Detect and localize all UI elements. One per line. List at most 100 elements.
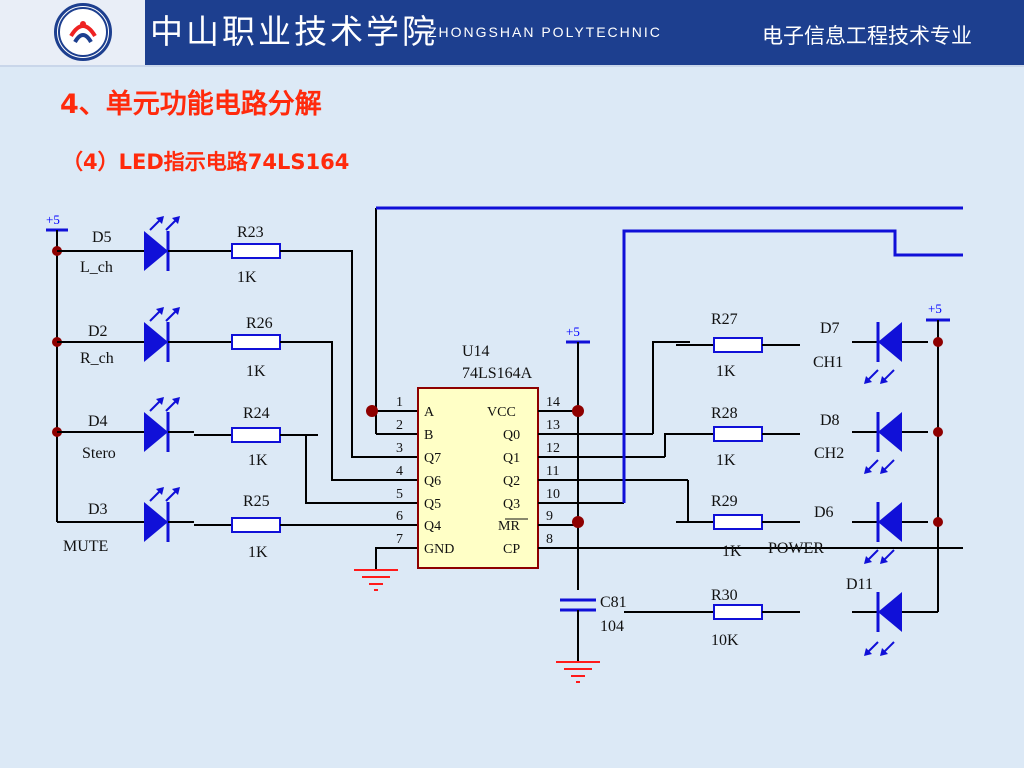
light-emission-icon — [863, 369, 895, 385]
resistor-ref: R28 — [711, 405, 738, 422]
pin-name: Q3 — [503, 497, 520, 512]
pin-number: 3 — [396, 441, 403, 456]
pin-name: MR — [498, 519, 520, 534]
led-label: L_ch — [80, 259, 113, 276]
light-emission-icon — [863, 641, 895, 657]
pin-name: Q5 — [424, 497, 441, 512]
led-label: CH1 — [813, 354, 843, 371]
resistor-r26: R26 1K — [193, 315, 319, 380]
resistor-value: 10K — [711, 632, 739, 649]
light-emission-icon — [863, 459, 895, 475]
school-name-english: ZHONGSHAN POLYTECHNIC — [428, 24, 662, 40]
led-label: CH2 — [814, 445, 844, 462]
ic-left-pins: 1 A 2 B 3 Q7 4 Q6 5 Q5 6 Q4 7 GND — [396, 395, 454, 557]
resistor-value: 1K — [248, 452, 268, 469]
slide-header: 中山职业技术学院 ZHONGSHAN POLYTECHNIC 电子信息工程技术专… — [0, 0, 1024, 67]
capacitor-ref: C81 — [600, 594, 627, 611]
led-ref: D5 — [92, 229, 112, 246]
led-d5: D5 L_ch — [80, 215, 196, 276]
led-ref: D3 — [88, 501, 108, 518]
school-logo — [54, 3, 112, 61]
pin-name: A — [424, 405, 435, 420]
ic-body — [417, 387, 539, 569]
led-d2: D2 R_ch — [80, 306, 196, 367]
node-dot — [572, 516, 584, 528]
pin-name: Q7 — [424, 451, 441, 466]
pin-name: Q6 — [424, 474, 441, 489]
capacitor-value: 104 — [600, 618, 624, 635]
resistor-value: 1K — [237, 269, 257, 286]
pin-name: VCC — [487, 405, 516, 420]
resistor-value: 1K — [722, 543, 742, 560]
right-power-label: +5 — [928, 301, 942, 316]
ic-right-pins: 14 VCC 13 Q0 12 Q1 11 Q2 10 Q3 9 MR 8 CP — [487, 395, 560, 557]
light-emission-icon — [149, 215, 181, 231]
pin-name: Q4 — [424, 519, 441, 534]
ic-power-label: +5 — [566, 324, 580, 339]
led-d8: D8 CH2 — [814, 410, 930, 475]
light-emission-icon — [149, 306, 181, 322]
led-ref: D11 — [846, 576, 873, 593]
resistor-value: 1K — [716, 363, 736, 380]
light-emission-icon — [149, 396, 181, 412]
resistor-r29: R29 1K — [675, 493, 801, 560]
resistor-ref: R27 — [711, 311, 738, 328]
led-d7: D7 CH1 — [813, 320, 930, 385]
led-ref: D6 — [814, 504, 834, 521]
led-label: R_ch — [80, 350, 114, 367]
pin-number: 14 — [546, 395, 560, 410]
led-d11: D11 — [846, 576, 930, 657]
led-d3: D3 MUTE — [63, 486, 196, 555]
department-name: 电子信息工程技术专业 — [762, 24, 972, 48]
pin-number: 4 — [396, 464, 403, 479]
pin-number: 10 — [546, 487, 560, 502]
pin-name: Q2 — [503, 474, 520, 489]
resistor-r25: R25 1K — [193, 493, 319, 561]
ground-icon — [353, 569, 399, 591]
led-ref: D4 — [88, 413, 108, 430]
resistor-r28: R28 1K — [675, 405, 801, 469]
left-power-rail: +5 — [46, 212, 134, 523]
pin-number: 6 — [396, 509, 403, 524]
pin-name: B — [424, 428, 433, 443]
resistor-ref: R26 — [246, 315, 273, 332]
led-d4: D4 Stero — [82, 396, 196, 462]
resistor-ref: R29 — [711, 493, 738, 510]
light-emission-icon — [863, 549, 895, 565]
resistor-ref: R25 — [243, 493, 270, 510]
led-label: POWER — [768, 540, 824, 557]
node-dot — [933, 517, 943, 527]
led-ref: D7 — [820, 320, 840, 337]
logo-area — [0, 0, 145, 65]
pin-name: Q1 — [503, 451, 520, 466]
pin-number: 2 — [396, 418, 403, 433]
pin-number: 13 — [546, 418, 560, 433]
pin-name: GND — [424, 542, 454, 557]
resistor-r24: R24 1K — [193, 405, 319, 469]
ic-74ls164: U14 74LS164A 1 A 2 B 3 Q7 4 Q6 5 Q5 6 Q4… — [396, 343, 560, 569]
node-dot — [933, 427, 943, 437]
pin-number: 8 — [546, 532, 553, 547]
resistor-value: 1K — [716, 452, 736, 469]
led-d6: D6 POWER — [768, 500, 930, 565]
resistor-r23: R23 1K — [193, 224, 319, 286]
resistor-r27: R27 1K — [675, 311, 801, 380]
resistor-r30: R30 10K — [675, 587, 801, 649]
pin-number: 12 — [546, 441, 560, 456]
node-dot — [366, 405, 378, 417]
resistor-value: 1K — [246, 363, 266, 380]
pin-number: 5 — [396, 487, 403, 502]
ground-icon — [555, 661, 601, 683]
pin-number: 7 — [396, 532, 403, 547]
right-power-rail: +5 — [926, 301, 950, 613]
sub-title: （4）LED指示电路74LS164 — [62, 150, 350, 174]
led-label: MUTE — [63, 538, 108, 555]
led-ref: D8 — [820, 412, 840, 429]
capacitor-c81: C81 104 — [555, 594, 627, 683]
section-title: 4、单元功能电路分解 — [60, 89, 322, 120]
pin-number: 1 — [396, 395, 403, 410]
node-dot — [572, 405, 584, 417]
pin-name: CP — [503, 542, 520, 557]
resistor-value: 1K — [248, 544, 268, 561]
